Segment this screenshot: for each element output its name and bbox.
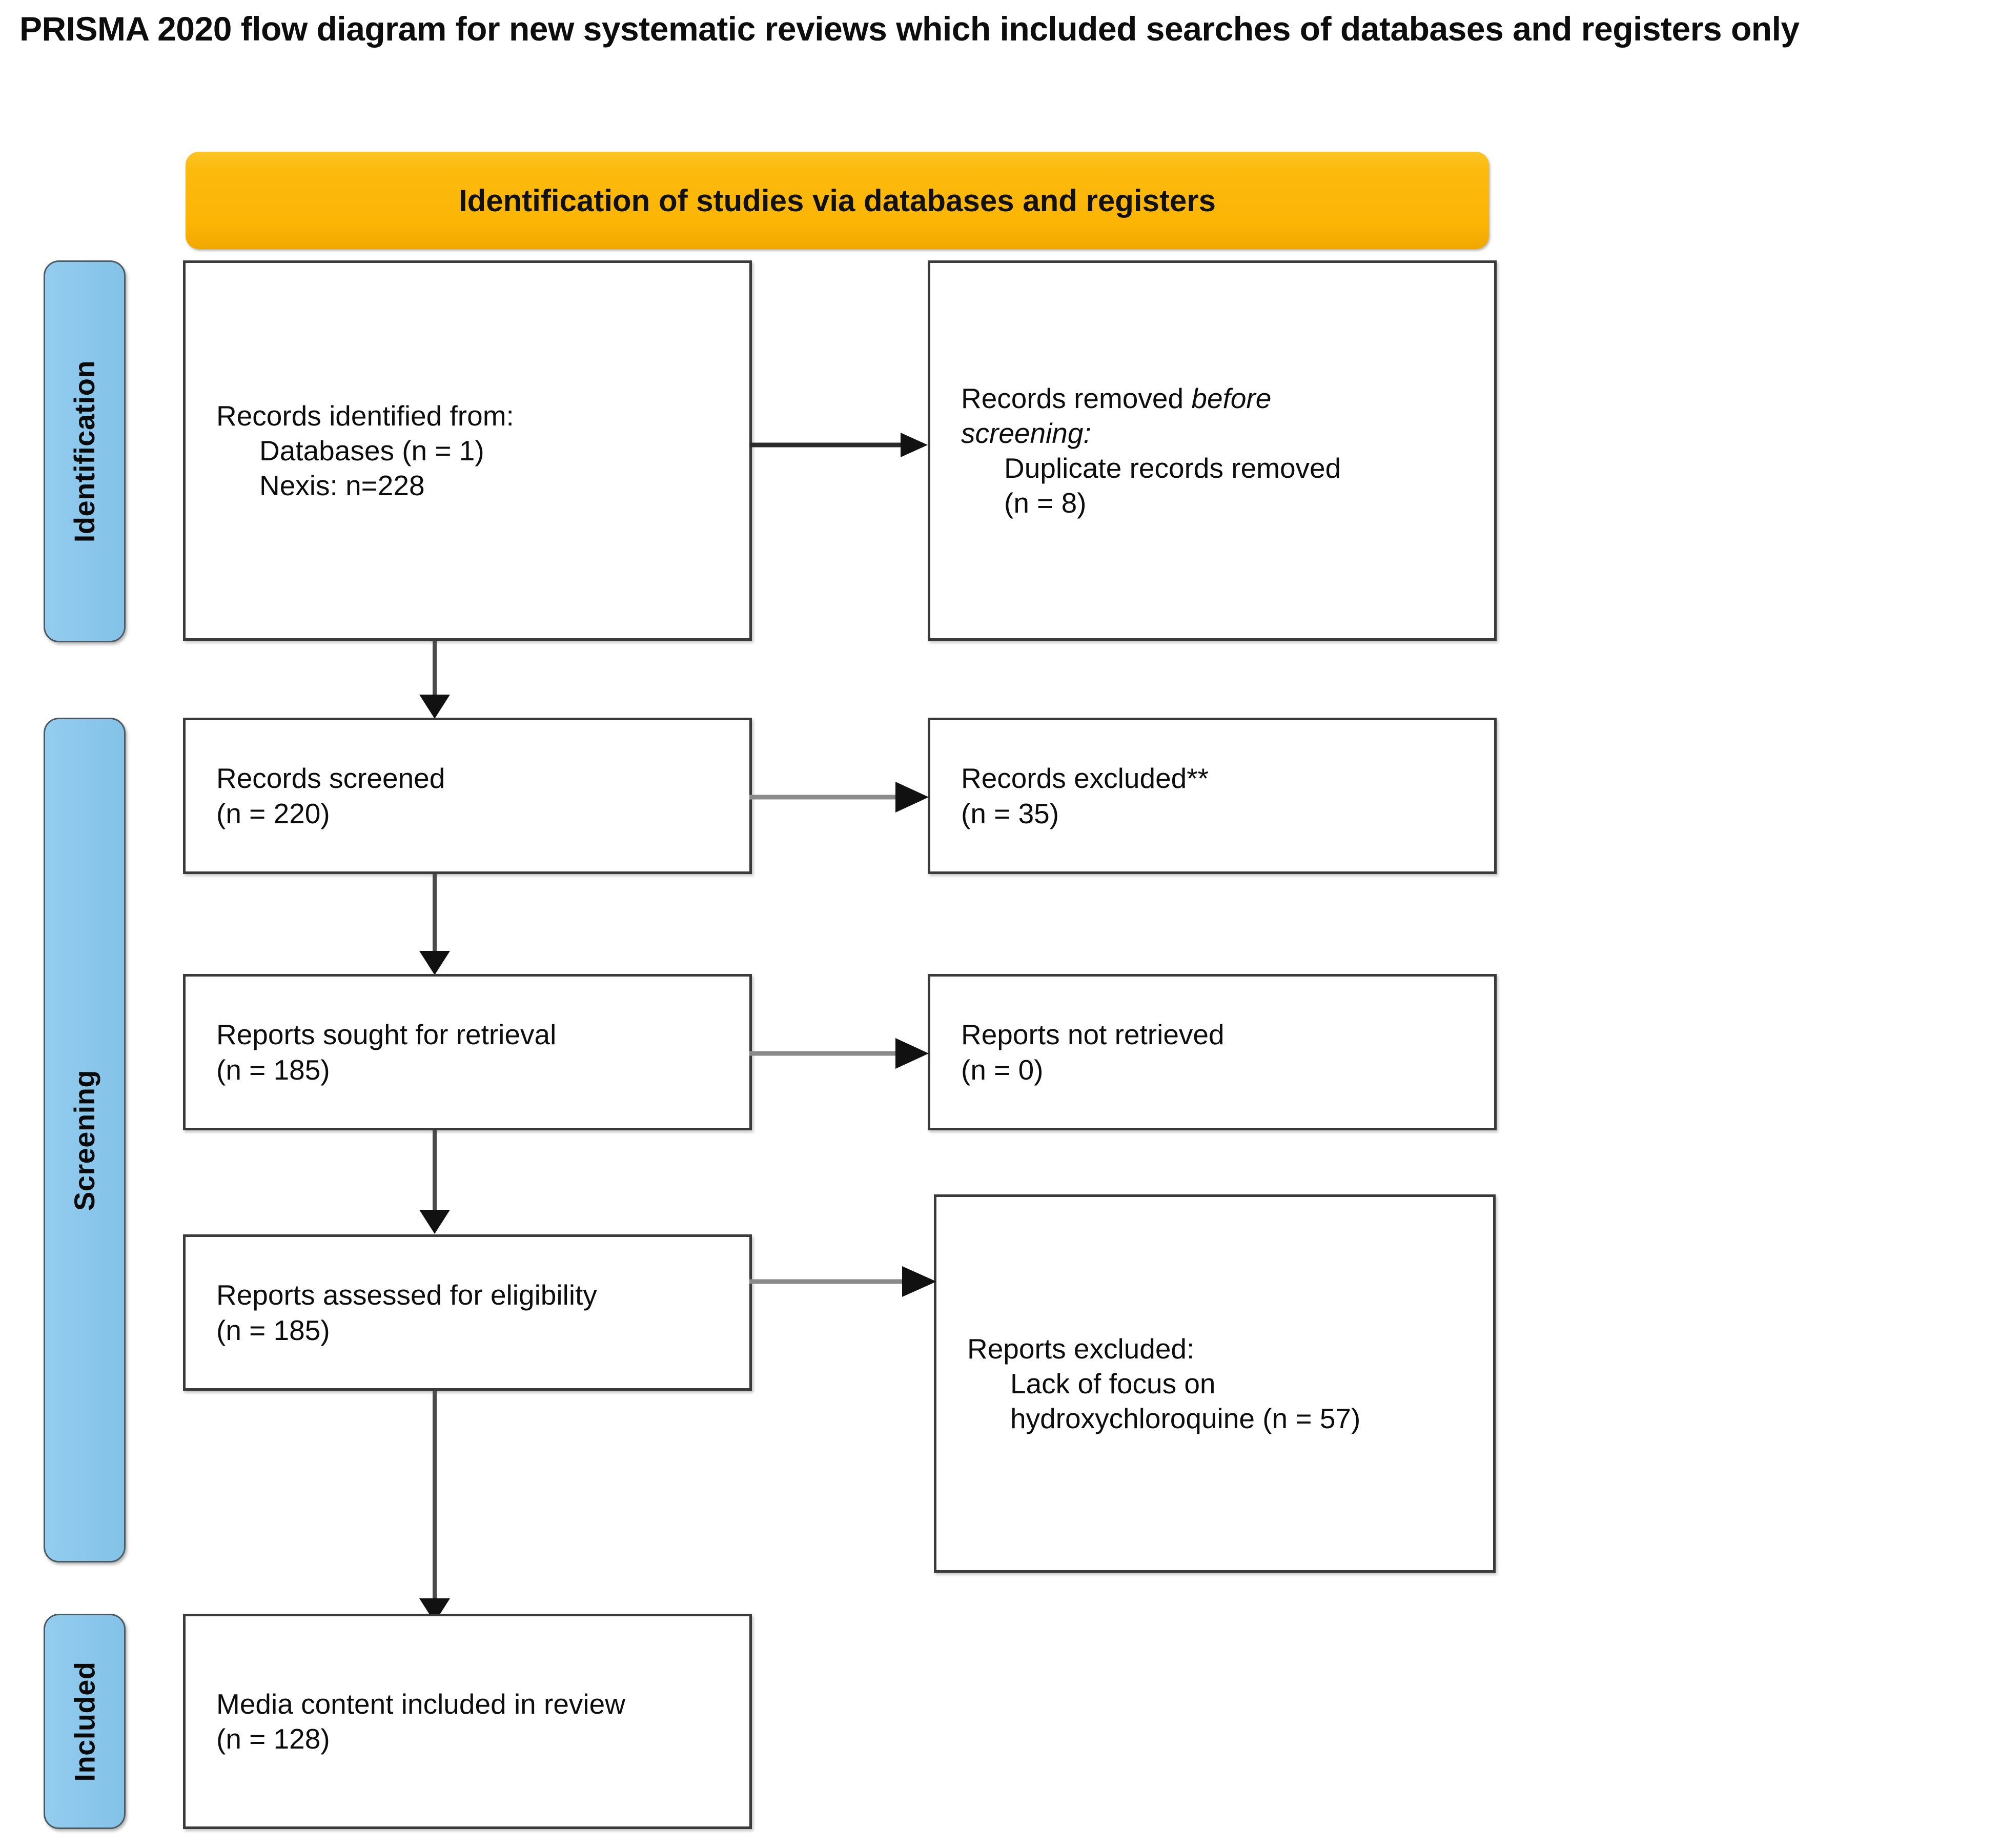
connector-identified-to-screened [405, 641, 466, 720]
box-reports-excluded-line-1: Reports excluded: [967, 1332, 1195, 1365]
side-label-included-text: Included [68, 1661, 101, 1782]
box-reports-assessed-for-eligibility: Reports assessed for eligibility (n = 18… [183, 1234, 752, 1391]
box-records-identified-line-2: Databases (n = 1) [259, 434, 484, 466]
box-reports-assessed-line-2: (n = 185) [216, 1314, 330, 1346]
box-records-removed-italic-before: before [1191, 382, 1272, 414]
box-media-content-included: Media content included in review (n = 12… [183, 1614, 752, 1829]
box-records-excluded-line-2: (n = 35) [961, 797, 1059, 829]
box-records-screened-line-2: (n = 220) [216, 797, 330, 829]
box-records-identified-line-1: Records identified from: [216, 399, 514, 432]
box-records-removed-lead: Records removed [961, 382, 1192, 414]
connector-screened-to-sought [405, 874, 466, 977]
connector-assessed-to-excluded [749, 1266, 942, 1297]
connector-assessed-to-included [405, 1391, 466, 1624]
box-reports-excluded: Reports excluded: Lack of focus on hydro… [934, 1194, 1496, 1573]
box-records-excluded: Records excluded** (n = 35) [928, 718, 1497, 874]
box-reports-excluded-line-2: Lack of focus on [1010, 1367, 1216, 1399]
box-records-identified-line-3: Nexis: n=228 [259, 470, 425, 502]
side-label-screening-text: Screening [68, 1069, 101, 1211]
box-records-removed-line-4: (n = 8) [1004, 487, 1087, 519]
box-records-removed-before-screening: Records removed before screening: Duplic… [928, 260, 1497, 641]
box-reports-not-retrieved-line-1: Reports not retrieved [961, 1019, 1225, 1051]
box-media-included-line-2: (n = 128) [216, 1723, 330, 1755]
connector-sought-to-assessed [405, 1130, 466, 1235]
side-label-identification: Identification [44, 260, 126, 642]
side-label-identification-text: Identification [68, 360, 101, 543]
connector-screened-to-excluded [749, 782, 934, 813]
box-records-removed-line-1: Records removed before [961, 381, 1481, 416]
box-reports-not-retrieved-line-2: (n = 0) [961, 1053, 1044, 1086]
box-reports-sought-line-1: Reports sought for retrieval [216, 1019, 557, 1051]
stage-banner-label: Identification of studies via databases … [458, 183, 1216, 218]
connector-sought-to-not-retrieved [749, 1038, 934, 1069]
box-records-removed-line-3: Duplicate records removed [1004, 452, 1341, 484]
box-media-included-line-1: Media content included in review [216, 1688, 625, 1720]
stage-banner-identification: Identification of studies via databases … [186, 152, 1489, 249]
box-reports-not-retrieved: Reports not retrieved (n = 0) [928, 974, 1497, 1130]
box-reports-excluded-line-3: hydroxychloroquine (n = 57) [1010, 1403, 1361, 1435]
box-records-excluded-line-1: Records excluded** [961, 762, 1209, 795]
box-records-removed-line-2: screening: [961, 417, 1091, 449]
box-records-screened-line-1: Records screened [216, 762, 445, 795]
box-records-screened: Records screened (n = 220) [183, 718, 752, 874]
page-title: PRISMA 2020 flow diagram for new systema… [19, 10, 1800, 48]
connector-identified-to-removed [749, 430, 931, 460]
box-reports-assessed-line-1: Reports assessed for eligibility [216, 1279, 597, 1311]
box-reports-sought-line-2: (n = 185) [216, 1053, 330, 1086]
box-records-identified: Records identified from: Databases (n = … [183, 260, 752, 641]
side-label-screening: Screening [44, 718, 126, 1562]
side-label-included: Included [44, 1614, 126, 1829]
box-reports-sought-for-retrieval: Reports sought for retrieval (n = 185) [183, 974, 752, 1130]
